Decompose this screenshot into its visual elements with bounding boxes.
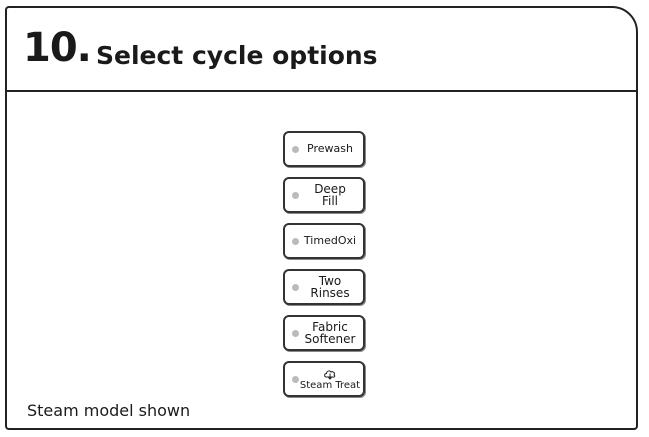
option-label: Steam Treat — [299, 379, 361, 391]
step-header: 10. Select cycle options — [7, 8, 636, 92]
option-label: Prewash — [307, 142, 353, 155]
steam-icon — [324, 369, 336, 380]
option-label: Deep Fill — [314, 182, 346, 208]
option-label: TimedOxi — [303, 234, 357, 247]
option-steam-treat-button[interactable]: Steam Treat — [283, 361, 365, 397]
option-prewash-button[interactable]: Prewash — [283, 131, 365, 167]
cycle-options-panel: Prewash Deep Fill TimedOxi Two Rinses Fa… — [283, 131, 365, 407]
option-label: Two Rinses — [310, 274, 350, 300]
step-number: 10. — [23, 25, 92, 71]
status-light-icon — [292, 284, 299, 291]
status-light-icon — [292, 146, 299, 153]
status-light-icon — [292, 376, 299, 383]
option-two-rinses-button[interactable]: Two Rinses — [283, 269, 365, 305]
option-timed-oxi-button[interactable]: TimedOxi — [283, 223, 365, 259]
option-deep-fill-button[interactable]: Deep Fill — [283, 177, 365, 213]
status-light-icon — [292, 238, 299, 245]
step-title: Select cycle options — [96, 41, 378, 70]
option-fabric-softener-button[interactable]: Fabric Softener — [283, 315, 365, 351]
status-light-icon — [292, 192, 299, 199]
footnote: Steam model shown — [27, 401, 191, 420]
option-label-group: Steam Treat — [299, 363, 361, 395]
status-light-icon — [292, 330, 299, 337]
instruction-card: 10. Select cycle options Prewash Deep Fi… — [5, 6, 638, 430]
option-label: Fabric Softener — [304, 320, 356, 346]
